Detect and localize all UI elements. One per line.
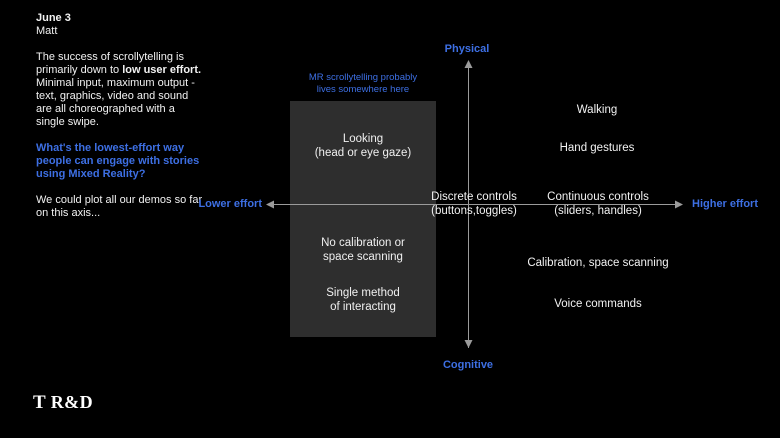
slide-author: Matt bbox=[36, 25, 58, 37]
arrowhead-down bbox=[464, 340, 473, 348]
axis-label-cognitive: Cognitive bbox=[442, 359, 494, 371]
bold-phrase: low user effort. bbox=[122, 64, 202, 76]
axis-label-lower-effort: Lower effort bbox=[198, 198, 262, 210]
nyt-rd-logo: T R&D bbox=[33, 392, 93, 414]
note-paragraph: We could plot all our demos so far on th… bbox=[36, 194, 203, 219]
annotation-mr-scrollytelling: MR scrollytelling probably lives somewhe… bbox=[308, 72, 418, 95]
low-effort-quadrant-box: Looking (head or eye gaze) No calibratio… bbox=[290, 101, 436, 337]
intro-text-column: June 3 Matt The success of scrollytellin… bbox=[36, 12, 266, 220]
label-walking: Walking bbox=[576, 104, 618, 116]
box-item-looking: Looking (head or eye gaze) bbox=[314, 133, 412, 159]
label-calibration: Calibration, space scanning bbox=[527, 257, 669, 269]
arrowhead-up bbox=[464, 60, 473, 68]
slide-date: June 3 bbox=[36, 12, 71, 24]
label-voice-commands: Voice commands bbox=[554, 298, 642, 310]
arrowhead-left bbox=[266, 200, 274, 209]
nyt-t-logo: T bbox=[33, 392, 47, 413]
intro-paragraph: The success of scrollytelling is primari… bbox=[36, 51, 202, 128]
label-hand-gestures: Hand gestures bbox=[559, 142, 635, 154]
axis-label-higher-effort: Higher effort bbox=[692, 198, 758, 210]
arrowhead-right bbox=[675, 200, 683, 209]
label-continuous-controls: Continuous controls (sliders, handles) bbox=[547, 191, 649, 217]
box-item-single-method: Single method of interacting bbox=[326, 287, 400, 313]
axis-label-physical: Physical bbox=[444, 43, 490, 55]
rd-logo-text: R&D bbox=[50, 392, 94, 412]
label-discrete-controls: Discrete controls (buttons,toggles) bbox=[431, 191, 517, 217]
box-item-no-calibration: No calibration or space scanning bbox=[321, 237, 405, 263]
question-paragraph: What's the lowest-effort way people can … bbox=[36, 142, 200, 180]
